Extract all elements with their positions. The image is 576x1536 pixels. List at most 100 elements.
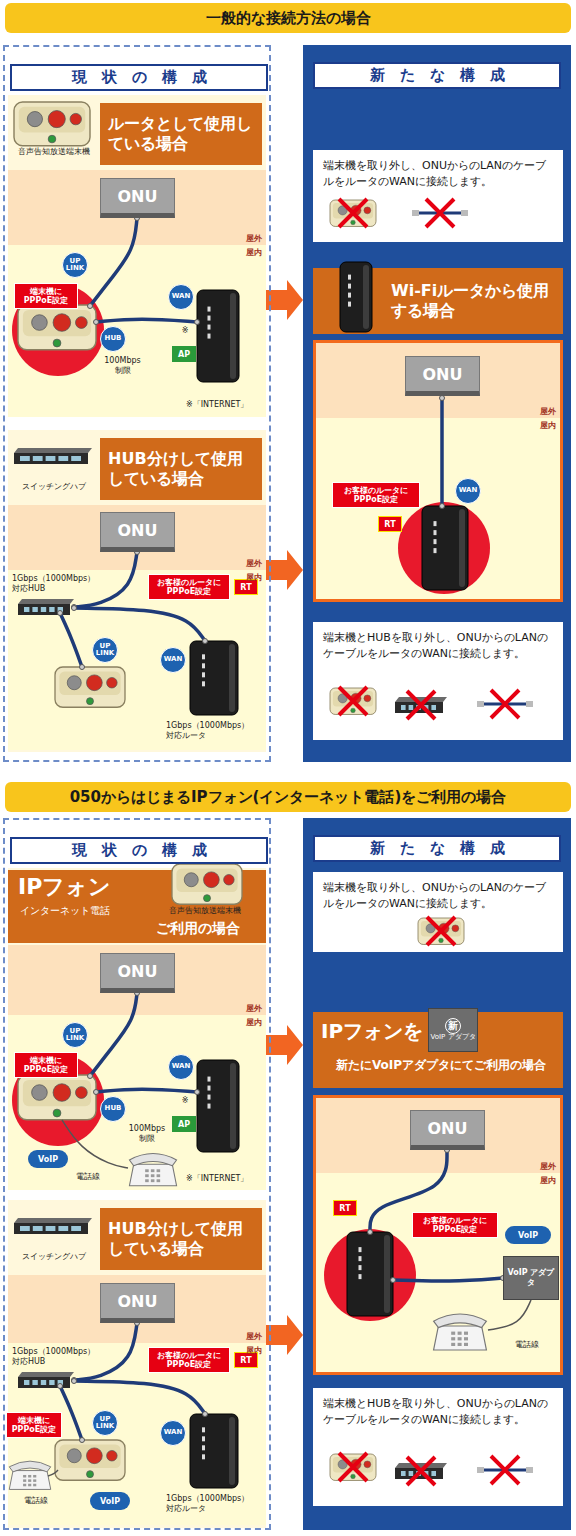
note-label: 100Mbps 制限 — [100, 356, 145, 375]
voip-badge: VoIP — [28, 1150, 68, 1168]
port-badge-text-box: UP LINK — [93, 1416, 117, 1431]
onu-box-label: ONU — [118, 1292, 158, 1311]
port-badge: HUB — [100, 326, 126, 352]
flow-arrow — [266, 280, 303, 320]
port-badge: UP LINK — [92, 1410, 118, 1436]
outdoor-band-text-box: 屋外 — [540, 1161, 556, 1172]
outdoor-band-label: 屋外 — [540, 1161, 556, 1172]
illustration-part — [348, 302, 351, 307]
illustration-part — [145, 1169, 149, 1172]
new-panel-label: 新 た な 構 成 — [313, 62, 561, 89]
remove-cross — [491, 1456, 519, 1484]
voip-adapter: VoIP アダプタ — [503, 1256, 559, 1300]
outdoor-band-text-box: 屋外 — [540, 406, 556, 417]
terminal-device — [55, 1440, 125, 1480]
illustration-part — [23, 310, 91, 336]
router-device — [197, 1060, 239, 1152]
outdoor-band-text-box: 屋外 — [246, 1003, 262, 1014]
new-panel-label: 新 た な 構 成 — [313, 835, 561, 862]
case-box-label: IPフォンを — [321, 1018, 423, 1045]
outdoor-band-label: 屋外 — [246, 1331, 262, 1342]
illustration-part — [351, 220, 356, 225]
note-label: ※「INTERNET」 — [186, 1174, 264, 1184]
section-banner: 一般的な接続方法の場合 — [5, 3, 571, 33]
adapter-icon: 新VoIP アダプタ — [428, 1008, 478, 1052]
note-label: 音声告知放送端末機 — [10, 147, 98, 157]
illustration-part — [395, 1463, 447, 1468]
rt-badge: RT — [378, 516, 402, 532]
case-box-text-box: 新たにVoIPアダプタにてご利用の場合 — [321, 1057, 561, 1074]
remove-cross — [427, 917, 455, 945]
illustration-part — [359, 1274, 362, 1279]
switching-hub — [14, 448, 92, 464]
illustration-part — [202, 681, 205, 686]
illustration-part — [20, 1226, 30, 1231]
highlight-circle — [12, 284, 104, 376]
case-panel-text-box: IPフォン — [18, 872, 111, 902]
port-badge-label: WAN — [164, 656, 183, 663]
pppoe-callout-label: 端末機に PPPoE設定 — [9, 1416, 59, 1434]
port-badge: WAN — [160, 647, 186, 673]
outdoor-band-text-box: 屋外 — [246, 233, 262, 244]
note-box: 1Gbps（1000Mbps） 対応ルータ — [166, 721, 258, 740]
indoor-band-label: 屋内 — [540, 420, 556, 431]
illustration-part — [55, 667, 125, 707]
ap-badge-label: AP — [178, 1120, 190, 1129]
illustration-part — [18, 604, 70, 615]
current-panel-text-box: 現 状 の 構 成 — [10, 64, 268, 91]
illustration-part — [33, 1475, 36, 1478]
onu-box-text-box: ONU — [423, 365, 463, 384]
case-panel-label: ご利用の場合 — [156, 920, 240, 938]
illustration-part — [347, 1232, 393, 1316]
illustration-part — [477, 1467, 484, 1473]
note-label: ※ — [178, 326, 192, 336]
outdoor-band: ONU屋外 — [316, 1098, 560, 1173]
illustration-part — [452, 925, 459, 932]
current-panel-label: 現 状 の 構 成 — [10, 837, 268, 864]
voip-badge: VoIP — [505, 1226, 551, 1244]
illustration-part — [24, 607, 29, 612]
highlight-circle — [398, 502, 490, 594]
phone-cord — [48, 1470, 58, 1476]
illustration-part — [359, 1247, 362, 1252]
lan-cable — [74, 1381, 205, 1414]
remove-cross — [426, 199, 454, 227]
rt-badge-label: RT — [240, 1356, 251, 1365]
illustration-part — [434, 548, 437, 553]
flow-arrow — [266, 550, 303, 590]
rt-badge-label: RT — [384, 520, 395, 529]
illustration-part — [94, 1090, 99, 1095]
indoor-band-label: 屋内 — [246, 1345, 262, 1356]
illustration-part — [49, 1380, 54, 1385]
lan-cable — [440, 398, 444, 506]
ap-badge: AP — [172, 346, 196, 362]
header-bar — [100, 103, 262, 165]
illustration-part — [434, 539, 437, 544]
illustration-part — [451, 1343, 455, 1346]
illustration-part — [451, 1337, 455, 1340]
note-box: スイッチングハブ — [10, 1252, 98, 1262]
illustration-part — [208, 1086, 211, 1091]
note-box: 1Gbps（1000Mbps） 対応HUB — [12, 1347, 96, 1366]
header-bar — [100, 1208, 262, 1270]
illustration-part — [458, 1337, 462, 1340]
illustration-part — [348, 293, 351, 298]
case-panel-text-box: ルータとして使用している場合 — [100, 103, 262, 165]
illustration-part — [401, 705, 406, 710]
pppoe-callout: お客様のルータに PPPoE設定 — [148, 1347, 230, 1373]
case-panel-text-box: インターネット電話 — [20, 904, 110, 918]
illustration-part — [87, 1448, 103, 1464]
pppoe-callout-text-box: お客様のルータに PPPoE設定 — [151, 1351, 227, 1369]
illustration-part — [71, 1226, 81, 1231]
pppoe-callout: お客様のルータに PPPoE設定 — [148, 574, 230, 600]
illustration-part — [32, 607, 37, 612]
outdoor-band-label: 屋外 — [246, 1003, 262, 1014]
case-box-label: Wi-Fiルータから使用する場合 — [383, 268, 563, 334]
illustration-part — [71, 456, 81, 461]
section-banner-label: 一般的な接続方法の場合 — [206, 9, 371, 28]
illustration-part — [48, 135, 56, 143]
rt-badge-label: RT — [339, 1204, 350, 1213]
port-badge-text-box: UP LINK — [93, 643, 117, 658]
port-badge-text-box: UP LINK — [63, 1028, 87, 1043]
